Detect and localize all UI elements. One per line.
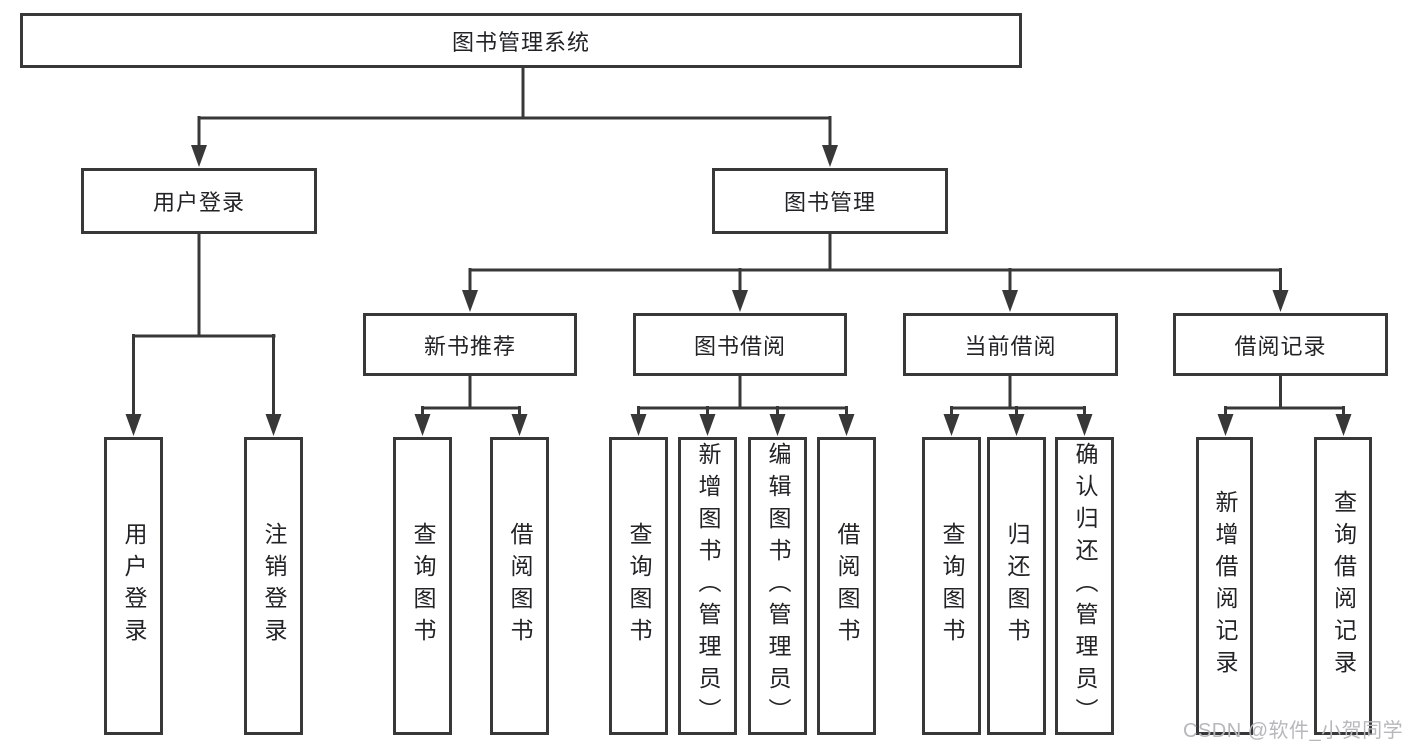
- node-label: 注销登录: [261, 522, 287, 650]
- connector-currentborrow-to-leaves: [950, 376, 1086, 418]
- connector-newbook-to-leaves: [421, 376, 521, 418]
- node-label: 用户登录: [121, 522, 147, 650]
- node-label: 新增图书（管理员）: [695, 442, 721, 730]
- node-new-book-recommendation: 新书推荐: [363, 313, 577, 376]
- node-label: 查询图书: [410, 522, 436, 650]
- node-label: 新书推荐: [423, 333, 516, 359]
- leaf-query-borrow-record: 查询借阅记录: [1314, 437, 1372, 735]
- csdn-watermark: CSDN @软件_小贺同学: [1183, 720, 1404, 742]
- node-label: 图书管理系统: [451, 29, 590, 55]
- node-label: 查询图书: [626, 522, 652, 650]
- node-book-borrowing: 图书借阅: [633, 313, 847, 376]
- node-user-login: 用户登录: [81, 168, 317, 234]
- node-library-management-system: 图书管理系统: [20, 13, 1022, 68]
- leaf-add-book-admin: 新增图书（管理员）: [678, 437, 737, 735]
- node-label: 编辑图书（管理员）: [765, 442, 791, 730]
- leaf-user-login: 用户登录: [104, 437, 163, 735]
- node-label: 查询图书: [939, 522, 965, 650]
- leaf-query-books-borrowing: 查询图书: [609, 437, 668, 735]
- leaf-add-borrow-record: 新增借阅记录: [1196, 437, 1253, 735]
- node-label: 当前借阅: [964, 333, 1057, 359]
- node-current-borrowing: 当前借阅: [903, 313, 1118, 376]
- node-label: 查询借阅记录: [1330, 490, 1357, 682]
- node-label: 用户登录: [152, 190, 245, 215]
- connector-bookmgmt-to-level3: [468, 233, 1282, 296]
- connector-userlogin-to-leaves: [132, 233, 276, 418]
- node-label: 图书借阅: [693, 333, 786, 359]
- leaf-borrow-books-borrowing: 借阅图书: [817, 437, 876, 735]
- connector-root-to-level2: [197, 67, 832, 150]
- leaf-query-books-current: 查询图书: [922, 437, 981, 735]
- node-label: 借阅图书: [834, 522, 860, 650]
- node-book-management: 图书管理: [712, 168, 948, 234]
- arrowheads: [125, 145, 1352, 436]
- leaf-edit-book-admin: 编辑图书（管理员）: [748, 437, 807, 735]
- connector-borrowrecord-to-leaves: [1224, 376, 1345, 418]
- node-label: 归还图书: [1004, 522, 1030, 650]
- connector-bookborrow-to-leaves: [637, 376, 848, 418]
- leaf-query-books-recommend: 查询图书: [393, 437, 452, 735]
- leaf-borrow-books-recommend: 借阅图书: [490, 437, 549, 735]
- leaf-confirm-return-admin: 确认归还（管理员）: [1055, 437, 1114, 735]
- leaf-return-books: 归还图书: [987, 437, 1046, 735]
- leaf-logout: 注销登录: [244, 437, 303, 735]
- node-label: 借阅图书: [507, 522, 533, 650]
- node-label: 图书管理: [783, 190, 876, 215]
- node-label: 新增借阅记录: [1212, 490, 1238, 682]
- node-borrowing-records: 借阅记录: [1173, 313, 1388, 376]
- node-label: 借阅记录: [1234, 333, 1327, 359]
- node-label: 确认归还（管理员）: [1072, 442, 1098, 730]
